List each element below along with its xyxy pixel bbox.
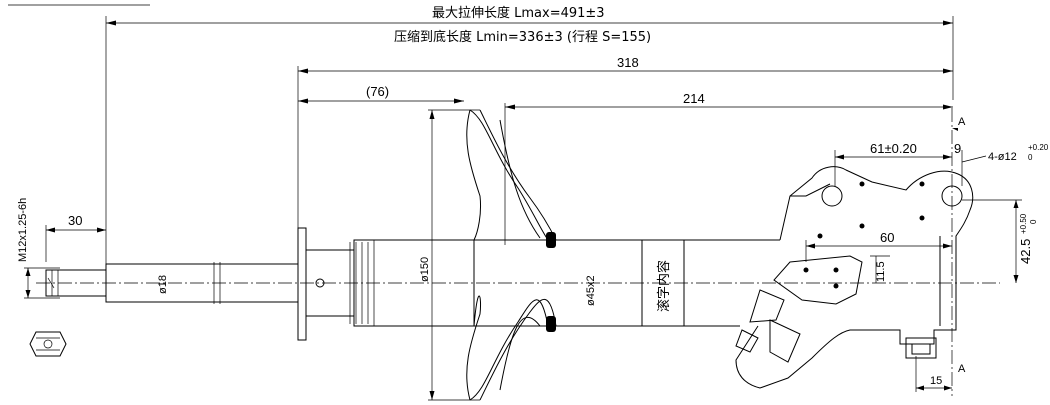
thread-label: M12x1.25-6h	[17, 198, 29, 262]
dim-15: 15	[915, 356, 952, 392]
dim-60: 60	[805, 230, 952, 262]
dim-30-label: 30	[68, 213, 82, 228]
dim-42-5-label: 42.5	[1018, 239, 1033, 264]
dim-60-label: 60	[880, 230, 894, 245]
dim-42-5-tol-upper: +0.50	[1019, 213, 1028, 234]
holes-tol-lower: 0	[1028, 153, 1033, 162]
holes-callout: 4-ø12 +0.20 0	[961, 143, 1049, 163]
body-diameter-label: ø45x2	[585, 275, 597, 306]
max-length-dimension: 最大拉伸长度 Lmax=491±3	[105, 5, 954, 268]
dim-318: 318	[297, 55, 953, 232]
dim-76-label: (76)	[366, 84, 389, 99]
rod-diameter-label: ø18	[157, 275, 169, 294]
dim-15-label: 15	[930, 375, 942, 387]
dim-30: 30	[45, 213, 106, 262]
nut-icon	[29, 331, 67, 357]
holes-label: 4-ø12	[988, 151, 1017, 163]
dim-214-label: 214	[683, 91, 705, 106]
section-top-label: A	[958, 116, 966, 128]
dim-61-label: 61±0.20	[870, 141, 917, 156]
thread-dimension: M12x1.25-6h	[17, 198, 60, 299]
dim-9: 9	[954, 141, 963, 186]
dim-318-label: 318	[617, 55, 639, 70]
knuckle-bracket	[735, 166, 974, 389]
dim-76: (76)	[298, 84, 464, 104]
min-length-label-group: 压缩到底长度 Lmin=336±3 (行程 S=155)	[394, 29, 651, 45]
body-label: 滚字内容	[656, 260, 671, 312]
dim-42-5-tol-lower: 0	[1029, 219, 1038, 224]
dim-42-5: 42.5 +0.50 0	[962, 199, 1038, 283]
max-length-label: 最大拉伸长度 Lmax=491±3	[432, 5, 605, 21]
seat-diameter-label: ø150	[419, 257, 431, 282]
dim-9-label: 9	[954, 141, 961, 156]
section-a-line: A A	[951, 108, 966, 396]
dim-11-5-label: 11.5	[875, 261, 887, 282]
section-bottom-label: A	[958, 363, 966, 375]
spring-seat: ø150	[419, 109, 557, 401]
holes-tol-upper: +0.20	[1028, 143, 1049, 152]
dim-61: 61±0.20	[834, 141, 952, 186]
min-length-label: 压缩到底长度 Lmin=336±3 (行程 S=155)	[394, 29, 651, 45]
dim-214: 214	[504, 91, 953, 245]
top-plate	[297, 227, 355, 341]
dim-11-5: 11.5	[870, 255, 890, 283]
